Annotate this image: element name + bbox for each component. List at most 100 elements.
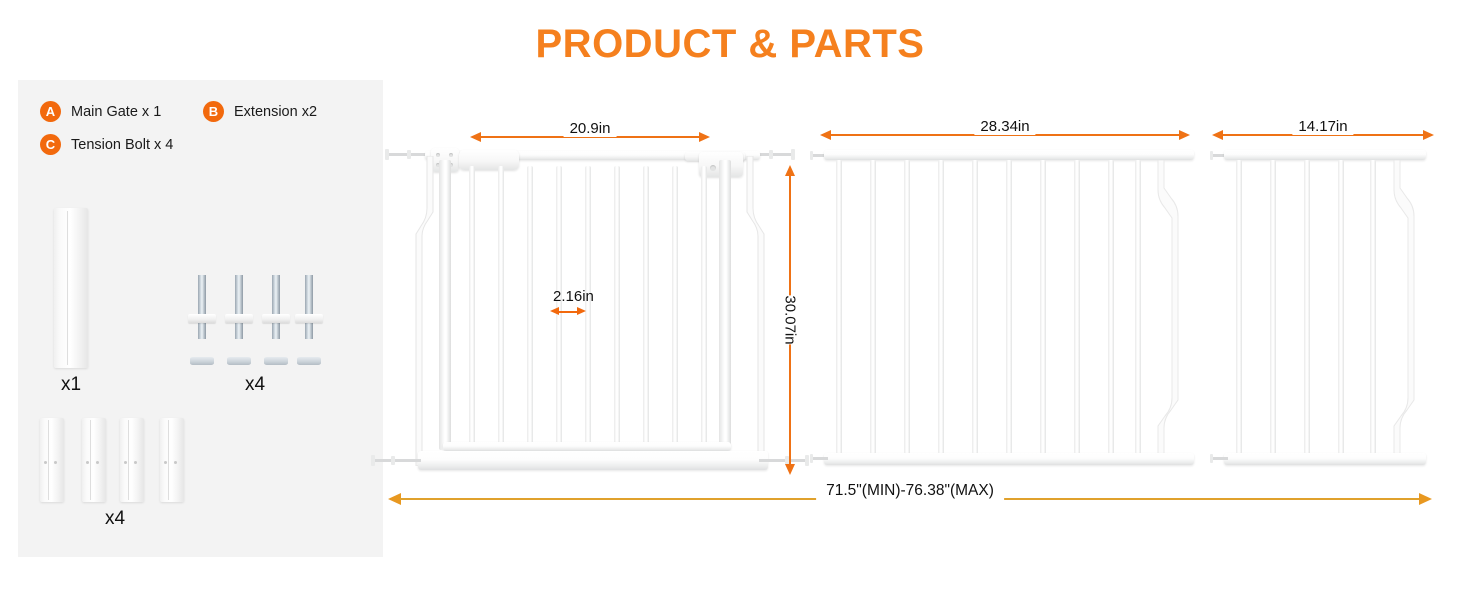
bolt-shaft [759,459,805,462]
gate-handle [459,150,519,170]
bolt-nut [785,456,789,465]
extension-bar [870,160,876,454]
extension-bar [1370,160,1376,454]
bolt-nut [391,456,395,465]
bolt-wing-nut [295,314,323,323]
bolt-shaft [1210,457,1228,460]
arrow-left-icon [470,132,481,142]
legend-label-extension: Extension x2 [234,103,318,120]
bolt-cap [791,149,795,160]
gate-bar [701,166,707,448]
bolt-rod [198,275,206,339]
bolt-shaft [1210,154,1228,157]
legend-item-extension: B Extension x2 [203,101,317,122]
hinge-screw-hole [436,163,440,167]
bracket-body [120,418,144,502]
arrow-right-icon [577,307,586,315]
bracket-hole [96,461,99,464]
gate-bar [672,166,678,448]
bracket-seam [48,419,49,501]
bolt-shaft [810,154,828,157]
dimension-total-width: 71.5"(MIN)-76.38"(MAX) [388,482,1432,506]
bolt-rod [235,275,243,339]
tension-bolt [188,275,216,365]
extension-bar [1236,160,1242,454]
bolt-wing-nut [188,314,216,323]
bolt-shaft [743,153,791,156]
extension-small-pin-top [1210,150,1230,161]
quantity-brackets: x4 [104,508,126,529]
dimension-extension-large-label: 28.34in [974,118,1036,135]
tension-bolt [225,275,253,365]
gate-bottom-base-rail [418,451,768,470]
bolt-base-pad [264,357,288,365]
legend-label-main-gate: Main Gate x 1 [71,103,162,120]
extension-large-edge-post [1157,160,1179,456]
gate-bar [643,166,649,448]
gate-door-post-left [439,160,451,450]
bracket-body [160,418,184,502]
bolt-nut [769,150,773,159]
extension-bar [836,160,842,454]
gate-door-bottom-rail [443,442,731,451]
gate-tension-bolt-bottom-left [371,454,421,466]
hinge-screw-hole [449,163,453,167]
hinge-screw-hole [449,153,453,157]
bolt-rod [272,275,280,339]
latch-hole [710,165,716,171]
badge-b-icon: B [203,101,224,122]
bolt-shaft [375,459,421,462]
arrow-right-icon [1423,130,1434,140]
extension-bar [1074,160,1080,454]
extension-large-drawing [810,148,1200,480]
bracket-seam [168,419,169,501]
bolt-shaft [389,153,437,156]
extension-small-top-rail [1224,150,1426,160]
extension-large-bottom-rail [824,453,1194,465]
hinge-screw-hole [436,153,440,157]
bracket-body [40,418,64,502]
gate-tension-bolt-bottom-right [759,454,809,466]
bracket-hole [174,461,177,464]
tension-bolt [262,275,290,365]
bolt-base-pad [227,357,251,365]
extension-bar [972,160,978,454]
bracket-hole [134,461,137,464]
gate-door-post-right [719,160,731,450]
bracket-piece [40,418,64,502]
bracket-piece [120,418,144,502]
extension-bar [1108,160,1114,454]
arrow-right-icon [699,132,710,142]
extension-bar [1040,160,1046,454]
bolt-cap [805,455,809,466]
extension-small-drawing [1210,148,1432,480]
bracket-hole [164,461,167,464]
bolt-cap [810,151,813,160]
extension-large-pin-bottom [810,453,830,464]
dimension-door-width-label: 20.9in [563,120,617,137]
part-panel-piece [54,208,88,368]
arrow-right-icon [1179,130,1190,140]
dimension-line [830,134,1180,136]
panel-piece-seam [67,211,68,365]
arrow-left-icon [1212,130,1223,140]
arrow-left-icon [388,493,401,505]
dimension-bar-gap [550,305,586,319]
dimension-gate-height-label: 30.07in [778,295,802,345]
arrow-down-icon [785,464,795,475]
gate-bar [469,166,475,448]
quantity-panel-piece: x1 [60,374,82,395]
gate-tension-bolt-top-right [743,148,795,160]
dimension-gate-height: 30.07in [778,165,802,475]
extension-bar [1006,160,1012,454]
extension-bar [938,160,944,454]
gate-tension-bolt-top-left [385,148,437,160]
bolt-wing-nut [225,314,253,323]
gate-bar [556,166,562,448]
dimension-line [558,311,578,313]
bracket-body [82,418,106,502]
bracket-hole [124,461,127,464]
bolt-base-pad [190,357,214,365]
bracket-hole [44,461,47,464]
arrow-right-icon [1419,493,1432,505]
